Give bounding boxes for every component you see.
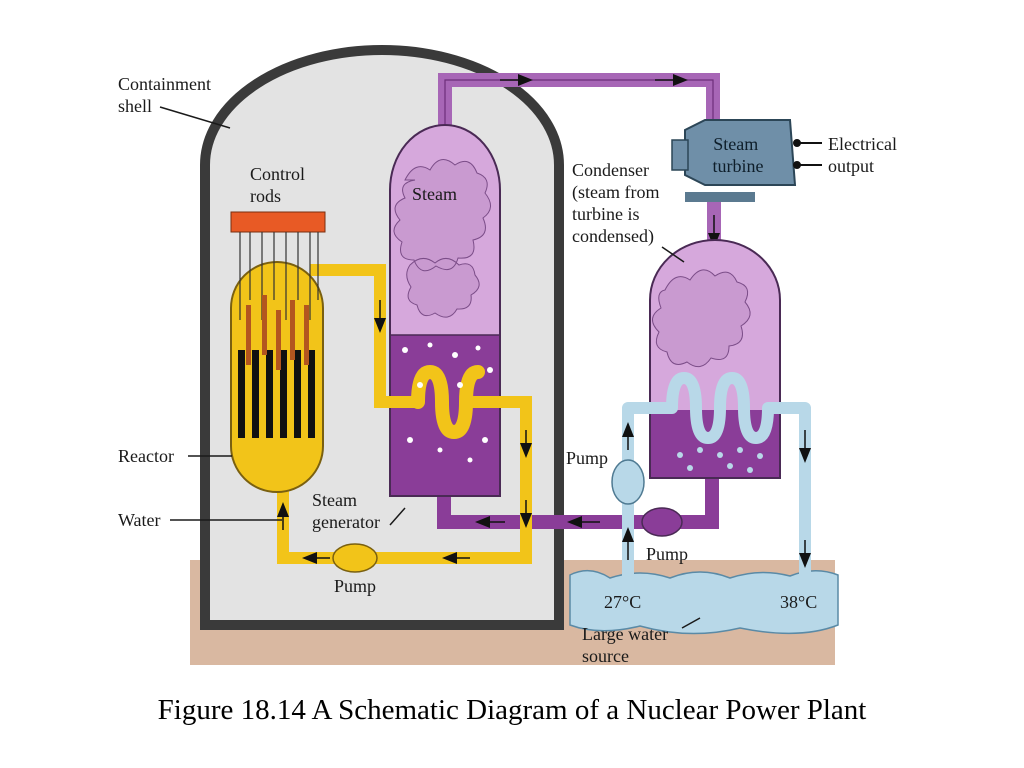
steam-turbine [671, 119, 797, 202]
water-source-body [569, 569, 839, 635]
label-steam-generator: Steam generator [312, 490, 380, 532]
electrical-output-leads [793, 139, 822, 169]
label-pump-return: Pump [646, 544, 688, 564]
label-steam: Steam [412, 184, 457, 204]
label-electrical-output: Electrical output [828, 134, 901, 176]
label-temp-out: 38°C [780, 592, 817, 612]
label-water: Water [118, 510, 161, 530]
cooling-pump [611, 459, 645, 505]
control-rods [239, 232, 319, 320]
primary-loop-pipe [277, 264, 532, 564]
rod-guides [246, 295, 309, 370]
figure-caption: Figure 18.14 A Schematic Diagram of a Nu… [157, 694, 867, 726]
condenser-cloud [652, 269, 751, 368]
label-control-rods: Control rods [250, 164, 310, 206]
water-bubbles [402, 342, 493, 463]
label-temp-in: 27°C [604, 592, 641, 612]
nuclear-plant-diagram: Containment shell Control rods Steam Con… [118, 45, 901, 666]
condensate-drops [677, 447, 763, 473]
fuel-rods [238, 350, 315, 438]
label-water-source: Large water source [582, 624, 673, 666]
primary-pump [332, 543, 378, 573]
cooling-coil [622, 372, 811, 585]
label-pump-primary: Pump [334, 576, 376, 596]
control-rods-head [230, 211, 326, 233]
label-condenser: Condenser (steam from turbine is condens… [572, 160, 664, 247]
return-pump [641, 507, 683, 537]
steam-cloud [393, 159, 491, 318]
label-containment-shell: Containment shell [118, 74, 216, 116]
label-steam-turbine: Steam turbine [713, 134, 764, 176]
heat-exchanger-coil [411, 364, 485, 440]
leader-lines [159, 106, 701, 629]
label-pump-cooling: Pump [566, 448, 608, 468]
label-reactor: Reactor [118, 446, 174, 466]
